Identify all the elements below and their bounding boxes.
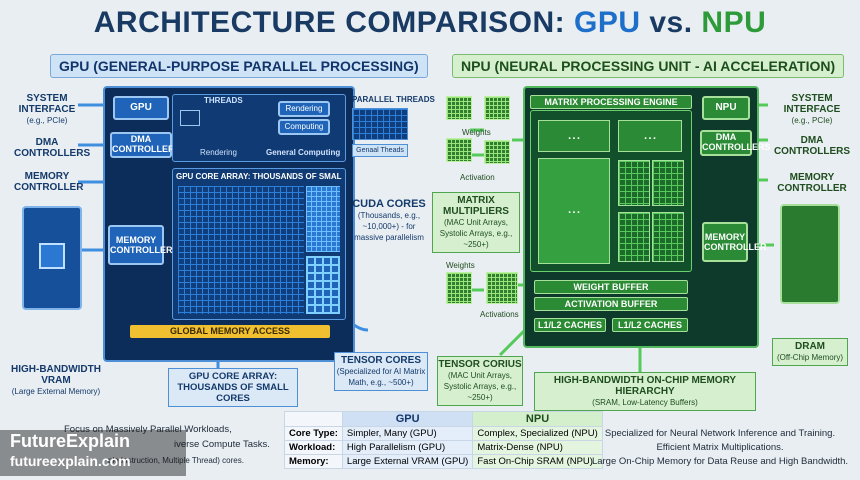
weights-grid-3 [446, 138, 472, 162]
chip-icon [39, 243, 65, 269]
vram-chip [22, 206, 82, 310]
npu-box: NPU [702, 96, 750, 120]
table-cell: Core Type: [284, 426, 343, 441]
cache-box-1: L1/L2 CACHES [534, 318, 606, 332]
tensor-cores-label: TENSOR CORES(Specialized for AI Matrix M… [334, 352, 428, 391]
gpu-dma-label: DMA CONTROLLERS [14, 137, 91, 159]
table-header-row: GPU NPU [284, 411, 603, 427]
core-array-grid [178, 186, 304, 314]
footer-left-line3: ple Instruction, Multiple Thread) cores. [108, 456, 244, 465]
engine-block-3: ... [538, 158, 610, 264]
general-computing-label: General Computing [266, 148, 341, 157]
npu-system-interface-label: SYSTEM INTERFACE(e.g., PCIe) [783, 93, 841, 125]
title-npu: NPU [701, 6, 767, 39]
dram-chip [780, 204, 840, 304]
footer-right-line3: Large On-Chip Memory for Data Reuse and … [591, 456, 849, 467]
footer-left-line1: Focus on Massively Parallel Workloads, [64, 424, 232, 435]
cache-box-2: L1/L2 CACHES [612, 318, 688, 332]
matrix-engine-title: MATRIX PROCESSING ENGINE [530, 95, 692, 109]
npu-memory-controller-box: MEMORY CONTROLLER [702, 222, 767, 262]
table-header-blank [284, 411, 343, 427]
matrix-multipliers-label: MATRIX MULTIPLIERS(MAC Unit Arrays, Syst… [432, 192, 520, 253]
gpu-memory-controller-label: MEMORY CONTROLLER [14, 171, 84, 193]
activation-label: Activation [460, 173, 495, 182]
npu-section-header: NPU (NEURAL PROCESSING UNIT - AI ACCELER… [452, 54, 845, 78]
table-cell: High Parallelism (GPU) [341, 440, 474, 455]
tensor-core-block [306, 256, 340, 314]
image-icon [180, 110, 200, 126]
npu-memory-controller-label: MEMORY CONTROLLER [777, 172, 847, 194]
footer-right-line2: Efficient Matrix Multiplications. [656, 442, 784, 453]
table-cell: Workload: [284, 440, 343, 455]
engine-grid-2 [652, 160, 684, 206]
gpu-memory-controller-box: MEMORY CONTROLLER [108, 225, 173, 265]
rendering-box: Rendering [278, 101, 330, 117]
engine-grid-3 [618, 212, 650, 262]
table-cell: Complex, Specialized (NPU) [472, 426, 603, 441]
parallel-threads-title: PARALLEL THREADS [352, 95, 435, 104]
engine-grid-1 [618, 160, 650, 206]
engine-block-1: ... [538, 120, 610, 152]
weights-bottom-label: Weights [446, 261, 475, 270]
weights-top-label: Weights [462, 128, 491, 137]
weights-grid-2 [484, 96, 510, 120]
dram-label: DRAM(Off-Chip Memory) [772, 338, 848, 366]
gpu-box: GPU [113, 96, 169, 120]
watermark: FutureExplain futureexplain.com [0, 430, 186, 476]
title-mid: vs. [640, 6, 702, 39]
cuda-cores-label: CUDA CORES(Thousands, e.g., ~10,000+) - … [352, 198, 426, 243]
comparison-table: GPU NPU Core Type: Simpler, Many (GPU) C… [284, 411, 603, 469]
npu-dma-box: DMA CONTROLLERS [700, 130, 771, 156]
engine-grid-4 [652, 212, 684, 262]
table-row: Memory: Large External VRAM (GPU) Fast O… [284, 454, 603, 469]
footer-left-line2: iverse Compute Tasks. [174, 439, 270, 450]
page-title: ARCHITECTURE COMPARISON: GPU vs. NPU [0, 6, 860, 40]
footer-right-line1: Specialized for Neural Network Inference… [604, 428, 836, 439]
table-row: Workload: High Parallelism (GPU) Matrix-… [284, 440, 603, 455]
table-cell: Matrix-Dense (NPU) [472, 440, 603, 455]
gpu-dma-box: DMA CONTROLLERS [110, 132, 181, 158]
npu-tensor-label: TENSOR CORIUS(MAC Unit Arrays, Systolic … [437, 356, 523, 406]
watermark-line2: futureexplain.com [10, 453, 131, 469]
table-cell: Memory: [284, 454, 343, 469]
table-header-npu: NPU [472, 411, 603, 427]
on-chip-hierarchy-label: HIGH-BANDWIDTH ON-CHIP MEMORY HIERARCHY(… [534, 372, 756, 411]
table-cell: Simpler, Many (GPU) [341, 426, 474, 441]
vram-label: HIGH-BANDWIDTH VRAM(Large External Memor… [11, 364, 101, 396]
title-gpu: GPU [574, 6, 641, 39]
table-cell: Fast On-Chip SRAM (NPU) [472, 454, 603, 469]
activation-buffer: ACTIVATION BUFFER [534, 297, 688, 311]
global-memory-access-bar: GLOBAL MEMORY ACCESS [130, 325, 330, 338]
table-cell: Large External VRAM (GPU) [341, 454, 474, 469]
core-array-title: GPU CORE ARRAY: THOUSANDS OF SMAL [176, 172, 342, 181]
parallel-threads-box: Genaal Theads [352, 144, 408, 157]
watermark-line1: FutureExplain [10, 431, 131, 451]
cuda-core-block [306, 186, 340, 252]
weights-grid-4 [484, 140, 510, 164]
parallel-threads-grid [352, 108, 408, 140]
gpu-system-interface-label: SYSTEM INTERFACE(e.g., PCIe) [18, 93, 76, 125]
npu-dma-label: DMA CONTROLLERS [773, 135, 851, 157]
gpu-section-header: GPU (GENERAL-PURPOSE PARALLEL PROCESSING… [50, 54, 428, 78]
computing-box: Computing [278, 119, 330, 135]
rendering-label: Rendering [200, 148, 237, 157]
core-array-caption: GPU CORE ARRAY: THOUSANDS OF SMALL CORES [168, 368, 298, 407]
threads-title: THREADS [204, 96, 243, 105]
activations-grid [486, 272, 518, 304]
weights-grid-5 [446, 272, 472, 304]
engine-block-2: ... [618, 120, 682, 152]
weight-buffer: WEIGHT BUFFER [534, 280, 688, 294]
table-header-gpu: GPU [341, 411, 474, 427]
table-row: Core Type: Simpler, Many (GPU) Complex, … [284, 426, 603, 441]
title-prefix: ARCHITECTURE COMPARISON: [93, 6, 575, 39]
activations-label: Activations [480, 310, 519, 319]
weights-grid-1 [446, 96, 472, 120]
